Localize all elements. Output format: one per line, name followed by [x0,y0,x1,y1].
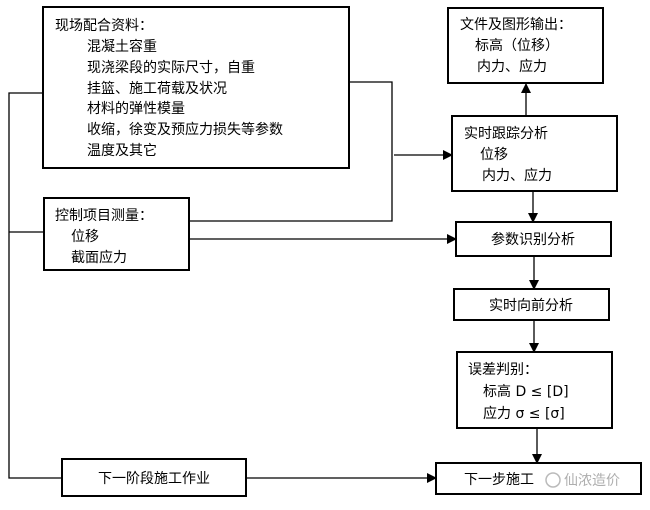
site-data-title: 现场配合资料： [55,18,153,34]
site-data-to-measurement-line [189,81,393,222]
param-id-title: 参数识别分析 [491,231,575,248]
measurement-title: 控制项目测量： [55,208,153,224]
watermark: 仙浓造价 [545,472,620,489]
tracking-item: 位移 [480,147,508,163]
tracking-item: 内力、应力 [482,167,552,184]
next-stage-title: 下一阶段施工作业 [98,471,210,487]
output-item: 标高（位移） [475,37,559,54]
tracking-box: 实时跟踪分析 位移 内力、应力 [451,115,618,192]
watermark-text: 仙浓造价 [564,473,620,489]
site-data-item: 材料的弹性模量 [87,101,185,117]
measurement-item: 位移 [71,229,99,245]
output-title: 文件及图形输出： [460,17,572,33]
site-data-item: 温度及其它 [87,142,157,159]
site-data-item: 收缩，徐变及预应力损失等参数 [87,121,283,138]
param-id-box: 参数识别分析 [455,221,612,257]
error-check-item: 标高 D ≤ [D] [483,383,569,400]
forward-analysis-title: 实时向前分析 [489,297,573,314]
site-data-box: 现场配合资料： 混凝土容重 现浇梁段的实际尺寸，自重 挂篮、施工荷载及状况 材料… [42,6,350,169]
connectors [8,81,542,483]
site-data-item: 挂篮、施工荷载及状况 [87,81,227,97]
feedback-line-left [8,92,62,479]
error-check-title: 误差判别： [468,362,538,378]
output-item: 内力、应力 [477,58,547,75]
next-step-title: 下一步施工 [464,472,534,488]
site-data-item: 现浇梁段的实际尺寸，自重 [87,60,255,76]
next-stage-box: 下一阶段施工作业 [61,458,247,497]
next-step-box: 下一步施工 仙浓造价 [435,462,642,495]
measurement-box: 控制项目测量： 位移 截面应力 [43,197,190,271]
output-box: 文件及图形输出： 标高（位移） 内力、应力 [447,7,604,84]
error-check-item: 应力 σ ≤ [σ] [483,405,565,422]
tracking-title: 实时跟踪分析 [464,126,548,142]
measurement-item: 截面应力 [71,249,127,266]
error-check-box: 误差判别： 标高 D ≤ [D] 应力 σ ≤ [σ] [456,351,613,429]
watermark-logo-icon [545,472,561,488]
forward-analysis-box: 实时向前分析 [453,288,610,321]
site-data-item: 混凝土容重 [87,38,157,55]
